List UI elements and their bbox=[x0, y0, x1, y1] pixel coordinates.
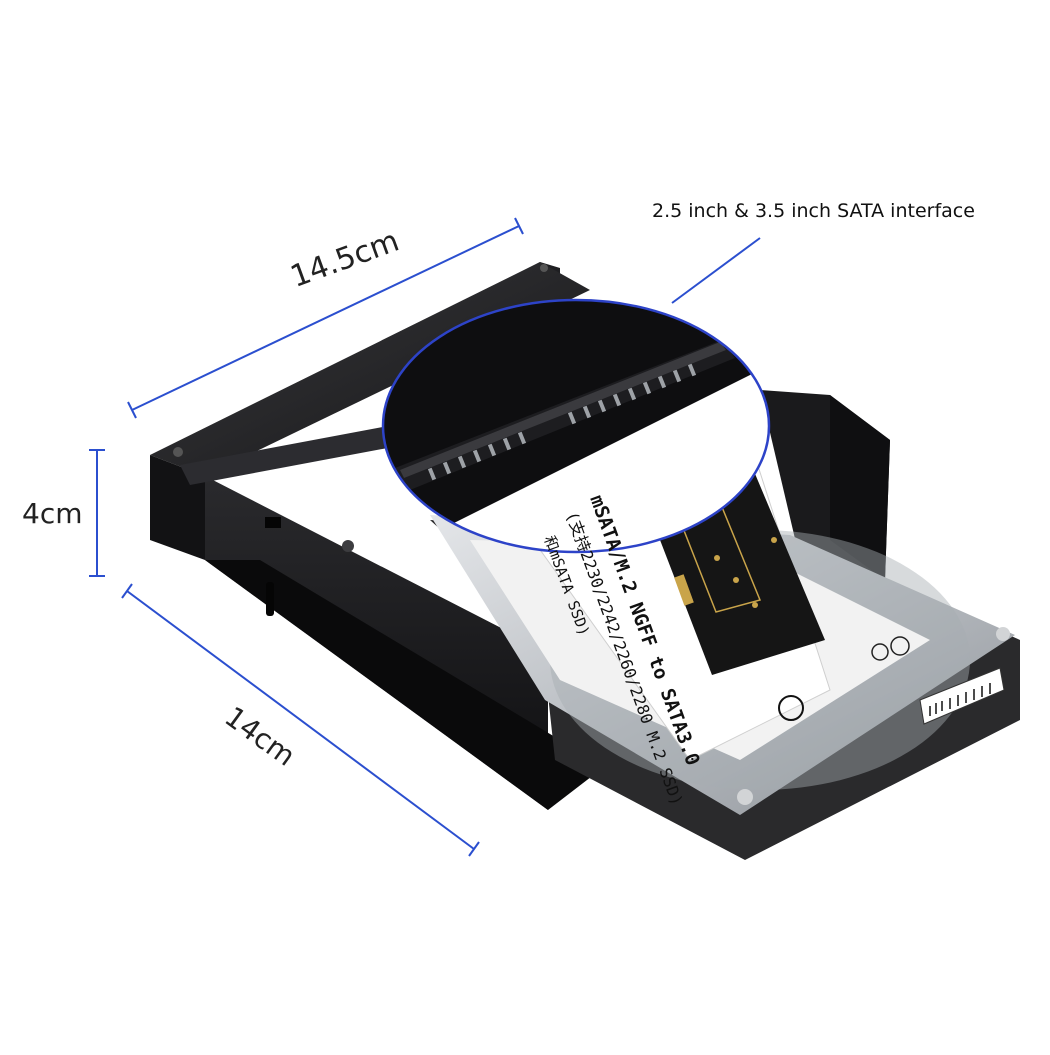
enclosure bbox=[150, 262, 890, 810]
sata-interface-callout: 2.5 inch & 3.5 inch SATA interface bbox=[652, 200, 975, 222]
height-dimension-label: 4cm bbox=[22, 497, 83, 530]
dimension-lines bbox=[89, 217, 761, 857]
callout-leader-line bbox=[671, 237, 761, 304]
sata-connector-zoom bbox=[381, 298, 771, 554]
width-dimension-line bbox=[131, 225, 520, 411]
depth-dimension-line bbox=[126, 590, 475, 850]
